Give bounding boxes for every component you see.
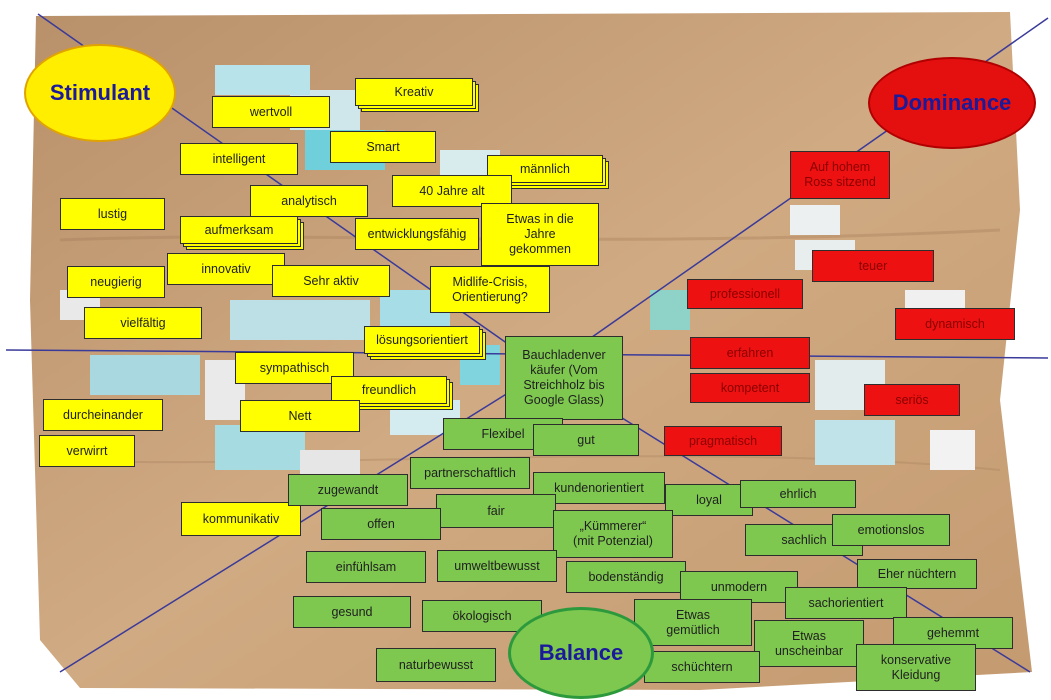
card-lustig: lustig <box>60 198 165 230</box>
card-bodenstaendig: bodenständig <box>566 561 686 593</box>
stimulant-label: Stimulant <box>49 80 151 105</box>
card-auf-hohem-ross: Auf hohem Ross sitzend <box>790 151 890 199</box>
card-professionell: professionell <box>687 279 803 309</box>
card-kompetent: kompetent <box>690 373 810 403</box>
card-vielfaeltig: vielfältig <box>84 307 202 339</box>
card-oekologisch: ökologisch <box>422 600 542 632</box>
faded-note <box>215 425 305 470</box>
card-neugierig: neugierig <box>67 266 165 298</box>
card-ehrlich: ehrlich <box>740 480 856 508</box>
card-bauchladenverkaeufer: Bauchladenver käufer (Vom Streichholz bi… <box>505 336 623 420</box>
card-dynamisch: dynamisch <box>895 308 1015 340</box>
card-konservative-kleidung: konservative Kleidung <box>856 644 976 691</box>
card-umweltbewusst: umweltbewusst <box>437 550 557 582</box>
faded-note <box>815 420 895 465</box>
card-erfahren: erfahren <box>690 337 810 369</box>
card-offen: offen <box>321 508 441 540</box>
card-zugewandt: zugewandt <box>288 474 408 506</box>
faded-note <box>215 65 310 95</box>
card-sehr-aktiv: Sehr aktiv <box>272 265 390 297</box>
faded-note <box>650 290 690 330</box>
card-gut: gut <box>533 424 639 456</box>
card-serioes: seriös <box>864 384 960 416</box>
card-naturbewusst: naturbewusst <box>376 648 496 682</box>
faded-note <box>230 300 370 340</box>
card-pragmatisch: pragmatisch <box>664 426 782 456</box>
card-kuemmerer: „Kümmerer“ (mit Potenzial) <box>553 510 673 558</box>
card-innovativ: innovativ <box>167 253 285 285</box>
card-sachorientiert: sachorientiert <box>785 587 907 619</box>
dominance-ellipse: Dominance <box>868 57 1036 149</box>
card-kommunikativ: kommunikativ <box>181 502 301 536</box>
card-gesund: gesund <box>293 596 411 628</box>
faded-note <box>790 205 840 235</box>
balance-label: Balance <box>538 640 624 665</box>
card-schuechtern: schüchtern <box>644 651 760 683</box>
dominance-label: Dominance <box>892 90 1012 115</box>
faded-note <box>90 355 200 395</box>
stimulant-ellipse: Stimulant <box>24 44 176 142</box>
card-etwas-unscheinbar: Etwas unscheinbar <box>754 620 864 667</box>
balance-ellipse: Balance <box>508 607 654 699</box>
card-freundlich: freundlich <box>331 376 447 404</box>
card-etwas-gemuetlich: Etwas gemütlich <box>634 599 752 646</box>
card-loesungsorientiert: lösungsorientiert <box>364 326 480 354</box>
card-aufmerksam: aufmerksam <box>180 216 298 244</box>
card-maennlich: männlich <box>487 155 603 183</box>
card-nett: Nett <box>240 400 360 432</box>
card-verwirrt: verwirrt <box>39 435 135 467</box>
card-analytisch: analytisch <box>250 185 368 217</box>
card-einfuehlsam: einfühlsam <box>306 551 426 583</box>
card-eher-nuechtern: Eher nüchtern <box>857 559 977 589</box>
card-intelligent: intelligent <box>180 143 298 175</box>
card-wertvoll: wertvoll <box>212 96 330 128</box>
card-smart: Smart <box>330 131 436 163</box>
card-emotionslos: emotionslos <box>832 514 950 546</box>
card-loyal: loyal <box>665 484 753 516</box>
card-40-jahre: 40 Jahre alt <box>392 175 512 207</box>
card-midlife-crisis: Midlife-Crisis, Orientierung? <box>430 266 550 313</box>
card-fair: fair <box>436 494 556 528</box>
card-partnerschaftlich: partnerschaftlich <box>410 457 530 489</box>
card-teuer: teuer <box>812 250 934 282</box>
card-durcheinander: durcheinander <box>43 399 163 431</box>
card-kreativ: Kreativ <box>355 78 473 106</box>
card-entwicklungsfaehig: entwicklungsfähig <box>355 218 479 250</box>
card-gehemmt: gehemmt <box>893 617 1013 649</box>
faded-note <box>930 430 975 470</box>
card-etwas-in-die-jahre: Etwas in die Jahre gekommen <box>481 203 599 266</box>
